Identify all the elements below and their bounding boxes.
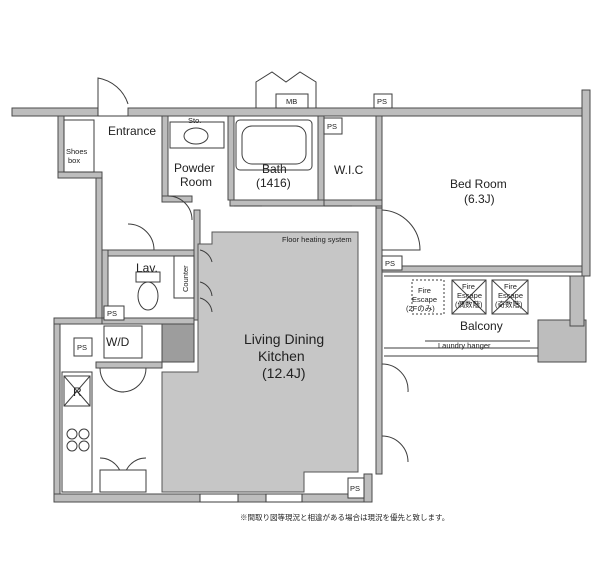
fire-escape-a-2: Escape — [412, 295, 437, 304]
ldk-label-3: (12.4J) — [262, 365, 306, 381]
laundry-hanger-label: Laundry hanger — [438, 341, 491, 350]
lav-label: Lav. — [136, 261, 158, 275]
ps-tag-4: PS — [107, 309, 117, 318]
fire-escape-b-2: Escape — [457, 291, 482, 300]
ldk-label-2: Kitchen — [258, 348, 305, 364]
powder-room-label-2: Room — [180, 175, 212, 189]
bed-room-label-1: Bed Room — [450, 177, 507, 191]
fixtures — [61, 119, 570, 493]
mb-tag: MB — [286, 97, 297, 106]
floor-heating-area — [161, 231, 359, 493]
fire-escape-a-3: (2Fのみ) — [406, 304, 435, 313]
wic-label: W.I.C — [334, 163, 364, 177]
ps-tag-1: PS — [377, 97, 387, 106]
fire-escape-c-3: (奇数階) — [495, 299, 523, 309]
balcony-label: Balcony — [460, 319, 503, 333]
ps-tag-5: PS — [77, 343, 87, 352]
ldk-label-1: Living Dining — [244, 331, 324, 347]
tags: MB PS PS PS PS PS PS — [73, 93, 403, 499]
fire-escape-c-2: Escape — [498, 291, 523, 300]
footnote: ※間取り図等現況と相違がある場合は現況を優先と致します。 — [240, 512, 449, 522]
shoes-box-label-2: box — [68, 156, 80, 165]
fire-escape-a-1: Fire — [418, 286, 431, 295]
entrance-label: Entrance — [108, 124, 156, 138]
fire-escape-b-1: Fire — [462, 282, 475, 291]
ps-tag-6: PS — [350, 484, 360, 493]
bath-label-2: (1416) — [256, 176, 291, 190]
ps-tag-2: PS — [327, 122, 337, 131]
fire-escape-c-1: Fire — [504, 282, 517, 291]
bed-room-label-2: (6.3J) — [464, 192, 495, 206]
refrigerator-label: R — [73, 385, 82, 399]
powder-room-label-1: Powder — [174, 161, 215, 175]
bath-label-1: Bath — [262, 162, 287, 176]
interior-walls — [95, 115, 383, 369]
sto-label: Sto. — [188, 116, 201, 125]
fire-escape-b-3: (偶数階) — [455, 299, 483, 309]
wd-label: W/D — [106, 335, 130, 349]
shoes-box-label-1: Shoes — [66, 147, 88, 156]
floor-heating-label: Floor heating system — [282, 235, 352, 244]
counter-label: Counter — [181, 265, 190, 292]
ps-tag-3: PS — [385, 259, 395, 268]
